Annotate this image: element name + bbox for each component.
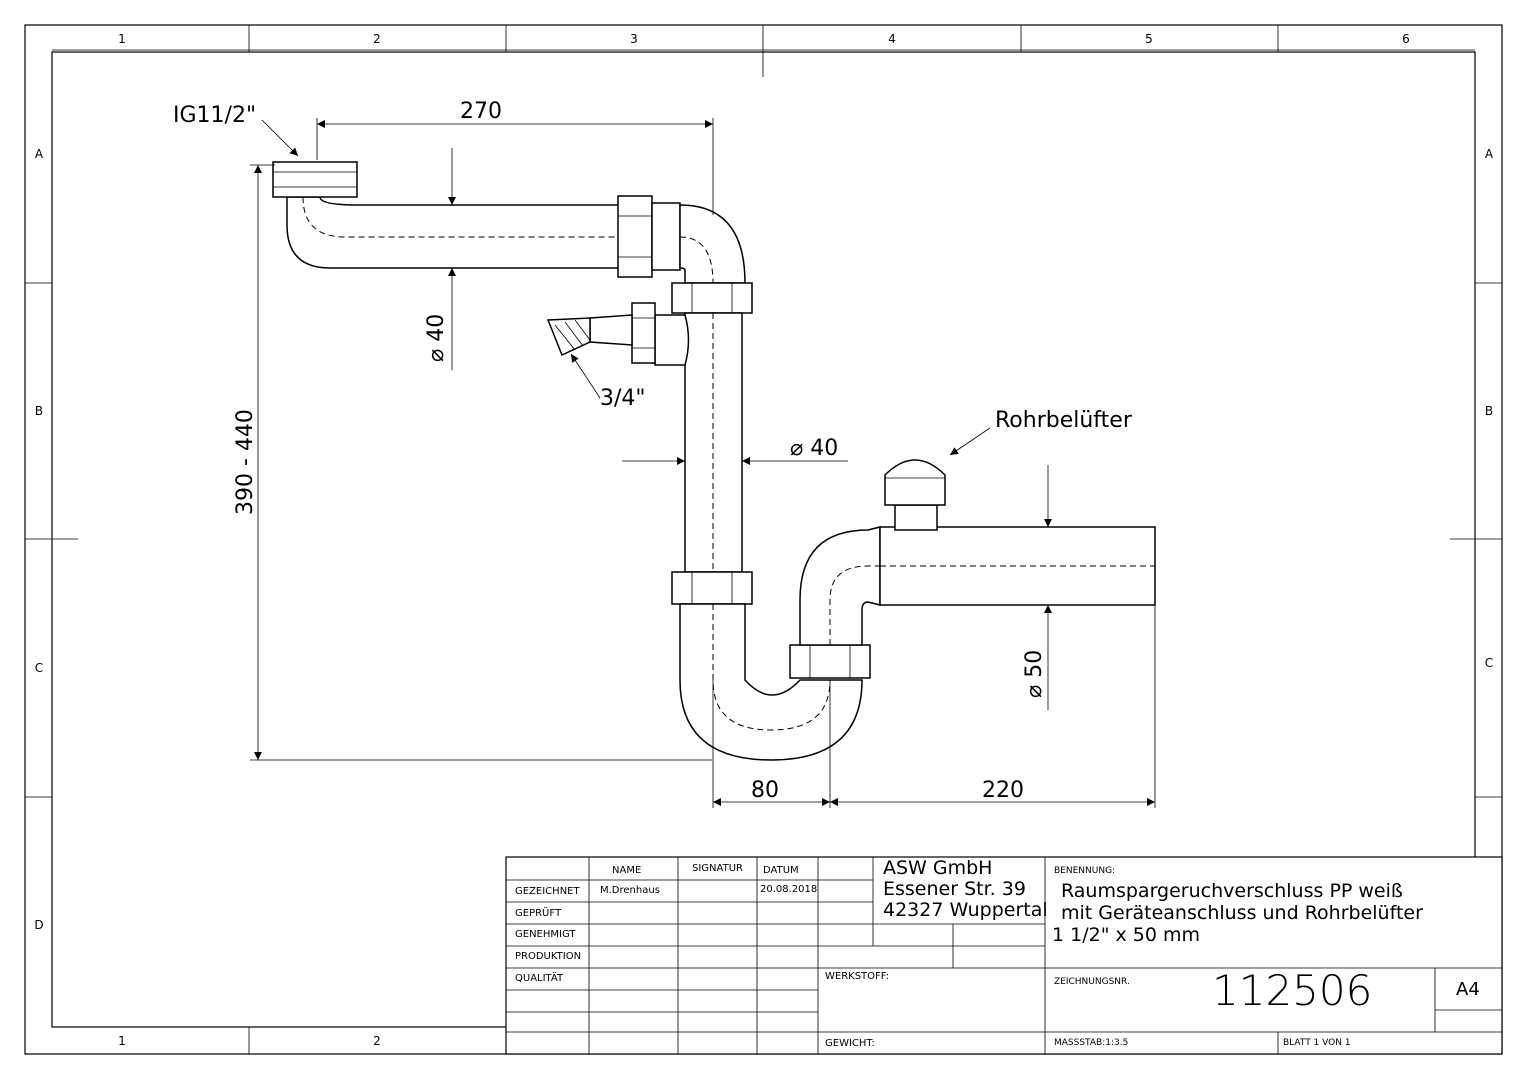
drawn-by: M.Drenhaus	[600, 885, 660, 896]
drawn-date: 20.08.2018	[760, 884, 818, 895]
row-qualitaet: QUALITÄT	[515, 973, 564, 984]
zone-col-3: 3	[630, 32, 638, 46]
dimensions: 270 IG11/2" ⌀ 40 3/4" ⌀ 40 Rohrbelüfter …	[173, 99, 1156, 808]
zone-row-c: C	[35, 661, 43, 675]
scale: MASSSTAB:1:3.5	[1054, 1038, 1129, 1048]
zeichnungsnr-label: ZEICHNUNGSNR.	[1054, 977, 1130, 987]
zone-row-d: D	[34, 918, 43, 932]
dim-offset: 80	[751, 778, 779, 803]
siphon-drawing	[272, 161, 1156, 761]
dim-length-top: 270	[460, 99, 502, 124]
zone-row-c-right: C	[1485, 656, 1493, 670]
company-city: 42327 Wuppertal	[883, 899, 1048, 921]
zone-col-5: 5	[1145, 32, 1153, 46]
header-signatur: SIGNATUR	[692, 863, 743, 874]
werkstoff-label: WERKSTOFF:	[825, 971, 890, 982]
title-line-2: mit Geräteanschluss und Rohrbelüfter	[1061, 902, 1423, 924]
row-geprueft: GEPRÜFT	[515, 908, 562, 919]
sheet-number: BLATT 1 VON 1	[1283, 1038, 1351, 1048]
zone-row-a: A	[35, 147, 44, 161]
benennung-label: BENENNUNG:	[1054, 866, 1116, 876]
row-genehmigt: GENEHMIGT	[515, 929, 576, 940]
header-name: NAME	[612, 865, 642, 876]
dim-diameter-outlet: ⌀ 50	[1022, 650, 1047, 698]
company-street: Essener Str. 39	[883, 878, 1026, 900]
dim-diameter-middle: ⌀ 40	[790, 436, 838, 461]
dim-outlet-length: 220	[982, 778, 1024, 803]
company-name: ASW GmbH	[883, 857, 993, 879]
title-line-1: Raumspargeruchverschluss PP weiß	[1061, 880, 1403, 902]
gewicht-label: GEWICHT:	[825, 1038, 875, 1049]
zone-row-b: B	[35, 404, 43, 418]
row-gezeichnet: GEZEICHNET	[515, 886, 580, 897]
zone-bottom-col-1: 1	[118, 1034, 126, 1048]
zone-col-1: 1	[118, 32, 126, 46]
title-line-3: 1 1/2" x 50 mm	[1052, 924, 1201, 946]
row-produktion: PRODUKTION	[515, 951, 582, 962]
title-block-grid	[505, 856, 1503, 1055]
zone-col-2: 2	[373, 32, 381, 46]
zone-col-4: 4	[888, 32, 896, 46]
paper-format: A4	[1456, 979, 1480, 1000]
zone-row-a-right: A	[1485, 147, 1494, 161]
dim-connector: 3/4"	[600, 386, 646, 411]
header-datum: DATUM	[763, 865, 799, 876]
vent-label: Rohrbelüfter	[995, 408, 1133, 433]
dim-height: 390 - 440	[233, 409, 258, 515]
zone-row-b-right: B	[1485, 404, 1493, 418]
zone-col-6: 6	[1402, 32, 1410, 46]
drawing-number: 112506	[1212, 966, 1373, 1015]
dim-thread-top: IG11/2"	[173, 103, 256, 128]
dim-diameter-top: ⌀ 40	[424, 314, 449, 362]
zone-bottom-col-2: 2	[373, 1034, 381, 1048]
